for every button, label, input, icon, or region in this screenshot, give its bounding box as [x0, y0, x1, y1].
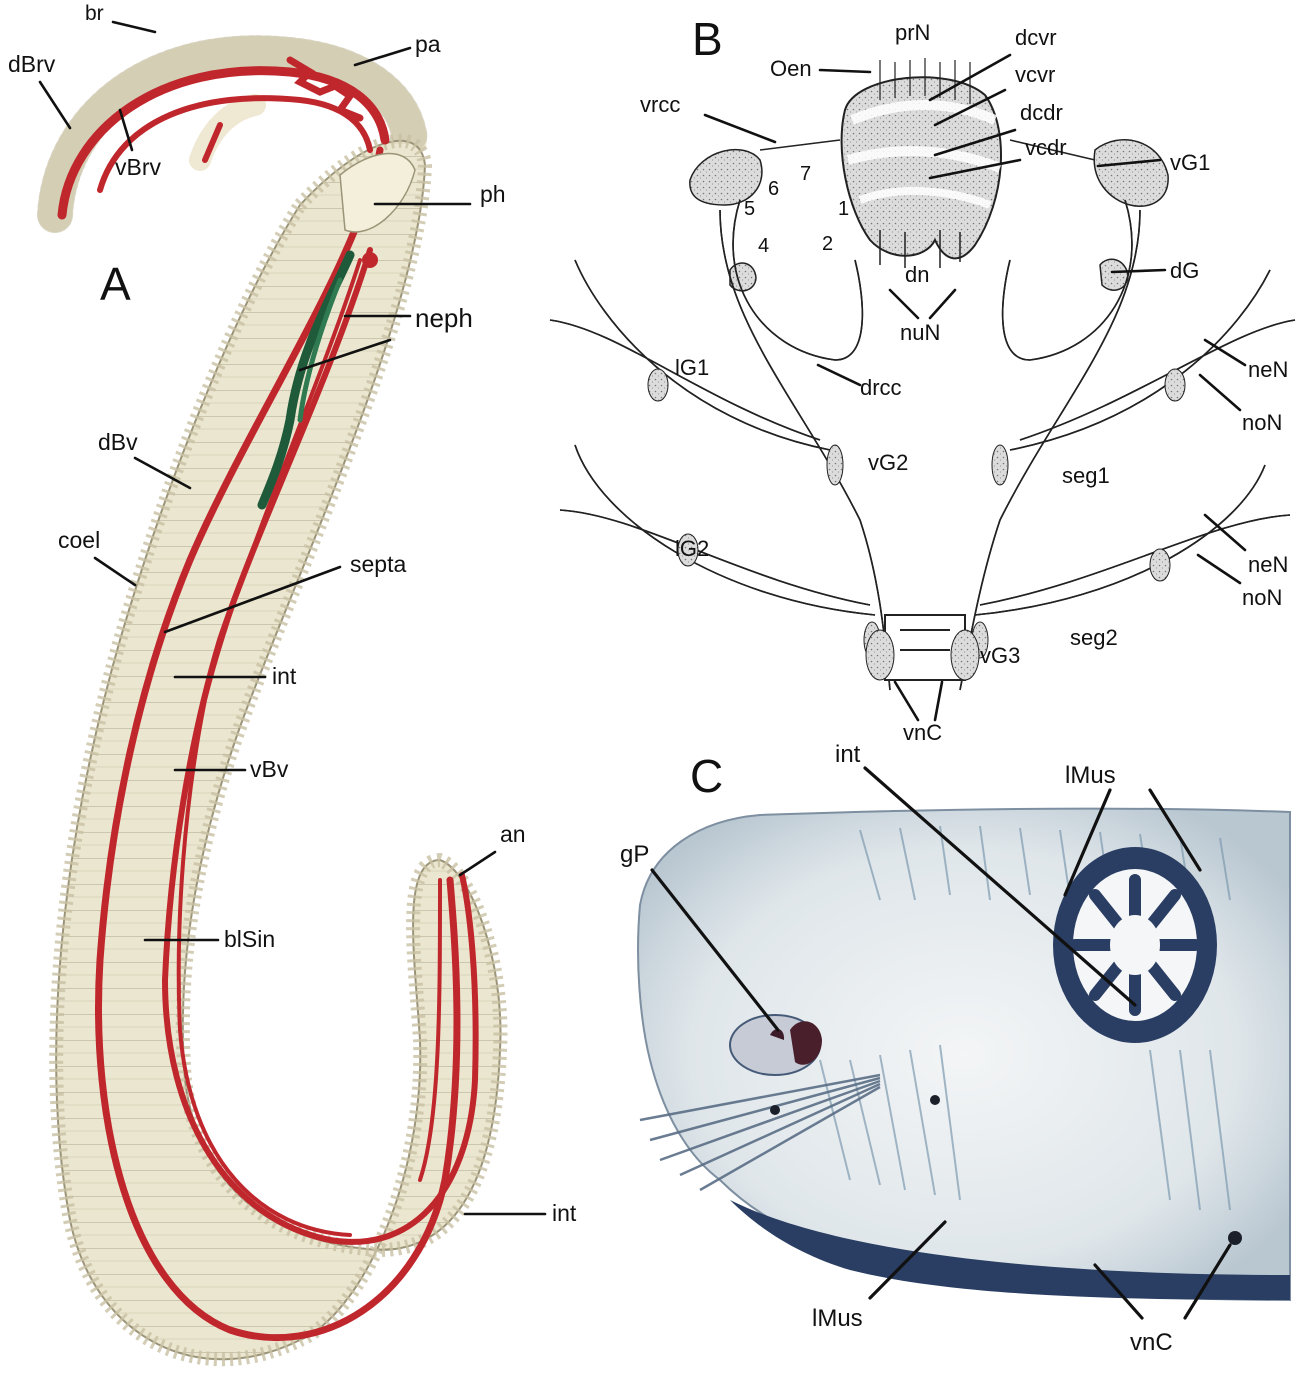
label-coel: coel — [58, 527, 100, 553]
label-ph: ph — [480, 181, 506, 207]
label-Oen: Oen — [770, 56, 812, 81]
label-vnC: vnC — [903, 720, 942, 745]
label-neph: neph — [415, 303, 473, 333]
label-vBv: vBv — [250, 756, 289, 782]
label-int-c: int — [835, 741, 861, 768]
label-n7: 7 — [800, 163, 811, 185]
label-nuN: nuN — [900, 320, 940, 345]
label-lG2: lG2 — [675, 536, 709, 561]
label-vG1: vG1 — [1170, 150, 1210, 175]
glandular-pore — [730, 1015, 822, 1075]
label-vcdr: vcdr — [1025, 135, 1067, 160]
ganglion-dG-right — [1100, 259, 1128, 290]
label-dG: dG — [1170, 258, 1199, 283]
label-n4: 4 — [758, 235, 769, 257]
panel-c-letter: C — [690, 750, 723, 802]
panel-b-letter: B — [692, 13, 723, 65]
vessel-node — [362, 252, 378, 268]
label-dcdr: dcdr — [1020, 100, 1063, 125]
label-seg1: seg1 — [1062, 463, 1110, 488]
label-n1: 1 — [838, 198, 849, 220]
label-n5: 5 — [744, 198, 755, 220]
label-seg2: seg2 — [1070, 625, 1118, 650]
label-neN-1: neN — [1248, 357, 1288, 382]
panel-c-histology-section: C — [620, 741, 1290, 1356]
intestine-cross-section — [1053, 847, 1217, 1043]
label-dcvr: dcvr — [1015, 25, 1057, 50]
label-blSin: blSin — [224, 926, 275, 952]
label-vrcc: vrcc — [640, 92, 680, 117]
label-n6: 6 — [768, 178, 779, 200]
label-prN: prN — [895, 20, 930, 45]
label-br: br — [85, 2, 104, 25]
label-dBrv: dBrv — [8, 51, 56, 77]
label-neN-2: neN — [1248, 552, 1288, 577]
label-an: an — [500, 821, 526, 847]
label-dBv: dBv — [98, 429, 138, 455]
label-vG3: vG3 — [980, 643, 1020, 668]
label-vcvr: vcvr — [1015, 62, 1055, 87]
panel-a-letter: A — [100, 258, 131, 310]
segmental-nerves-left — [550, 260, 880, 658]
label-vBrv: vBrv — [115, 154, 162, 180]
panel-b-nervous-system-diagram: B — [550, 13, 1295, 745]
label-lMus-bottom: lMus — [812, 1305, 863, 1332]
brain — [842, 58, 1001, 268]
label-septa: septa — [350, 551, 406, 577]
label-gP: gP — [620, 841, 649, 868]
label-drcc: drcc — [860, 375, 902, 400]
ganglion-vG1-right — [1094, 140, 1168, 206]
label-lMus-top: lMus — [1065, 762, 1116, 789]
label-n2: 2 — [822, 233, 833, 255]
panel-a-worm-illustration: A br dBrv vBrv pa ph neph dBv coel se — [8, 2, 577, 1359]
label-vnC-c: vnC — [1130, 1329, 1173, 1356]
ganglion-vG1-left — [690, 150, 762, 205]
label-int: int — [272, 663, 297, 689]
label-int-lower: int — [552, 1200, 577, 1226]
label-dn: dn — [905, 262, 929, 287]
label-pa: pa — [415, 31, 441, 57]
label-noN-2: noN — [1242, 585, 1282, 610]
label-vG2: vG2 — [868, 450, 908, 475]
label-lG1: lG1 — [675, 355, 709, 380]
label-noN-1: noN — [1242, 410, 1282, 435]
